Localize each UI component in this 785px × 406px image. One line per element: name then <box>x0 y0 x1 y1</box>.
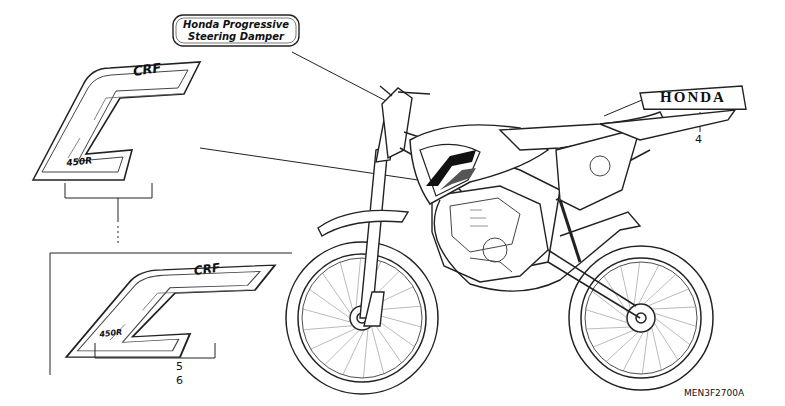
decal-sticker: HONDA <box>640 86 746 109</box>
callout-number: 4 <box>695 133 702 146</box>
decal-text: HONDA <box>646 89 740 106</box>
drawing-code: MEN3F2700A <box>684 388 744 398</box>
callout-number: 6 <box>176 374 183 387</box>
decal-sticker: Honda Progressive Steering Damper <box>172 14 300 47</box>
decal-text: Honda Progressive Steering Damper <box>182 19 290 42</box>
callout-number: 5 <box>176 360 183 373</box>
